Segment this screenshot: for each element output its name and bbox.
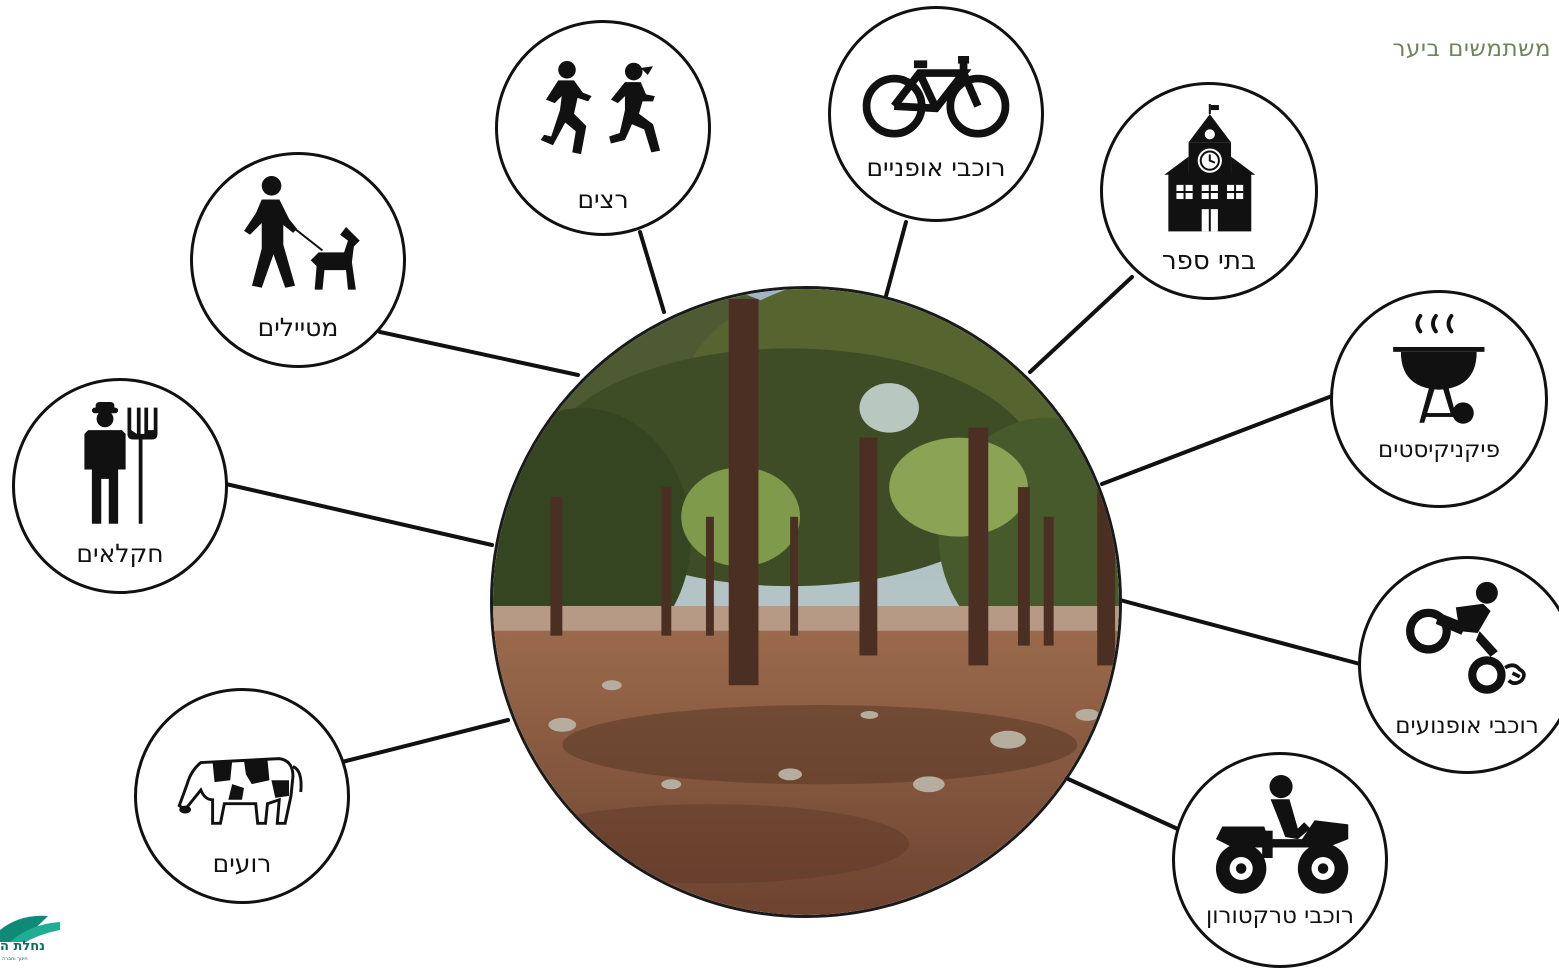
atv-rider-icon xyxy=(1175,774,1385,900)
node-label: פיקניקיסטים xyxy=(1378,437,1500,463)
organization-logo: נחלת ה חינוך וחברה xyxy=(0,912,60,971)
dog-walker-icon xyxy=(193,176,403,294)
connector-runners xyxy=(638,230,666,314)
node-runners: רצים xyxy=(495,20,711,236)
connector-schools xyxy=(1028,275,1134,374)
connector-walkers xyxy=(378,330,580,377)
runners-icon xyxy=(498,60,708,158)
farmer-pitchfork-icon xyxy=(15,402,225,524)
bicycle-icon xyxy=(831,51,1041,139)
node-farmers: חקלאים xyxy=(12,378,228,594)
connector-farmers xyxy=(224,482,494,547)
connector-atv xyxy=(1064,776,1182,832)
node-label: רוכבי אופנועים xyxy=(1395,713,1539,739)
node-cyclists: רוכבי אופניים xyxy=(828,6,1044,222)
node-label: רועים xyxy=(212,849,272,878)
node-label: רצים xyxy=(577,185,629,214)
motorcycle-rider-icon xyxy=(1361,580,1559,699)
school-building-icon xyxy=(1103,104,1315,235)
connector-shepherds xyxy=(340,718,510,764)
node-atv: רוכבי טרקטורון xyxy=(1172,752,1388,968)
node-label: מטיילים xyxy=(257,313,339,342)
node-shepherds: רועים xyxy=(134,688,350,904)
node-label: חקלאים xyxy=(76,539,164,568)
logo-text: נחלת ה xyxy=(0,939,46,954)
node-schools: בתי ספר xyxy=(1100,82,1318,300)
connector-motorcyclists xyxy=(1118,598,1362,666)
connector-picnickers xyxy=(1100,394,1334,486)
node-picnickers: פיקניקיסטים xyxy=(1330,290,1548,508)
logo-subtext: חינוך וחברה xyxy=(2,956,28,962)
cow-icon xyxy=(137,741,347,829)
forest-photo xyxy=(490,286,1122,918)
node-label: בתי ספר xyxy=(1162,246,1256,276)
node-label: רוכבי אופניים xyxy=(866,153,1006,182)
node-motorcyclists: רוכבי אופנועים xyxy=(1358,556,1559,774)
node-walkers: מטיילים xyxy=(190,152,406,368)
barbecue-grill-icon xyxy=(1333,312,1545,429)
connector-cyclists xyxy=(884,220,908,298)
node-label: רוכבי טרקטורון xyxy=(1205,903,1355,929)
diagram-title: משתמשים ביער xyxy=(1392,36,1551,62)
